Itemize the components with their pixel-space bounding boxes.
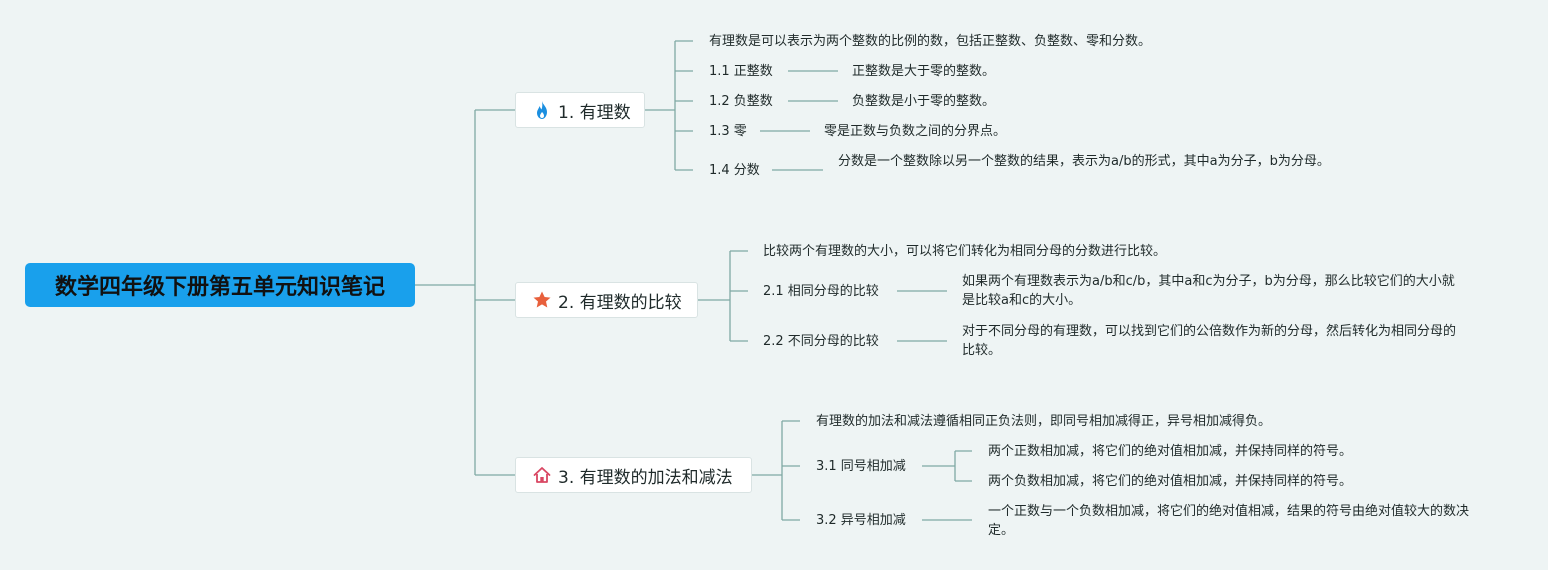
- subtopic-detail[interactable]: 负整数是小于零的整数。: [852, 94, 996, 109]
- subtopic-detail[interactable]: 两个负数相加减，将它们的绝对值相加减，并保持同样的符号。: [988, 474, 1353, 489]
- branch-summary[interactable]: 有理数是可以表示为两个整数的比例的数，包括正整数、负整数、零和分数。: [709, 34, 1152, 49]
- star-icon: [532, 290, 552, 310]
- root-topic[interactable]: 数学四年级下册第五单元知识笔记: [25, 263, 415, 307]
- subtopic-detail[interactable]: 零是正数与负数之间的分界点。: [824, 124, 1007, 139]
- subtopic-label[interactable]: 2.2 不同分母的比较: [763, 334, 879, 349]
- subtopic-label[interactable]: 3.2 异号相加减: [816, 513, 906, 528]
- branch-comparison[interactable]: 2. 有理数的比较: [515, 282, 698, 318]
- branch-label: 2. 有理数的比较: [558, 292, 682, 313]
- subtopic-label[interactable]: 1.1 正整数: [709, 64, 773, 79]
- branch-summary[interactable]: 有理数的加法和减法遵循相同正负法则，即同号相加减得正，异号相加减得负。: [816, 414, 1272, 429]
- branch-rational-numbers[interactable]: 1. 有理数: [515, 92, 645, 128]
- subtopic-label[interactable]: 2.1 相同分母的比较: [763, 284, 879, 299]
- fire-icon: [532, 100, 552, 120]
- subtopic-label[interactable]: 3.1 同号相加减: [816, 459, 906, 474]
- branch-label: 3. 有理数的加法和减法: [558, 467, 733, 488]
- branch-summary[interactable]: 比较两个有理数的大小，可以将它们转化为相同分母的分数进行比较。: [763, 244, 1167, 259]
- subtopic-detail[interactable]: 正整数是大于零的整数。: [852, 64, 996, 79]
- subtopic-detail[interactable]: 如果两个有理数表示为a/b和c/b，其中a和c为分子，b为分母，那么比较它们的大…: [962, 274, 1455, 308]
- subtopic-label[interactable]: 1.3 零: [709, 124, 747, 139]
- subtopic-label[interactable]: 1.4 分数: [709, 163, 760, 178]
- branch-label: 1. 有理数: [558, 102, 631, 123]
- subtopic-detail[interactable]: 一个正数与一个负数相加减，将它们的绝对值相减，结果的符号由绝对值较大的数决定。: [988, 504, 1470, 538]
- branch-add-subtract[interactable]: 3. 有理数的加法和减法: [515, 457, 752, 493]
- house-icon: [532, 465, 552, 485]
- subtopic-detail[interactable]: 分数是一个整数除以另一个整数的结果，表示为a/b的形式，其中a为分子，b为分母。: [838, 154, 1330, 169]
- subtopic-detail[interactable]: 两个正数相加减，将它们的绝对值相加减，并保持同样的符号。: [988, 444, 1353, 459]
- subtopic-detail[interactable]: 对于不同分母的有理数，可以找到它们的公倍数作为新的分母，然后转化为相同分母的比较…: [962, 324, 1457, 358]
- root-title: 数学四年级下册第五单元知识笔记: [54, 275, 385, 300]
- subtopic-label[interactable]: 1.2 负整数: [709, 94, 773, 109]
